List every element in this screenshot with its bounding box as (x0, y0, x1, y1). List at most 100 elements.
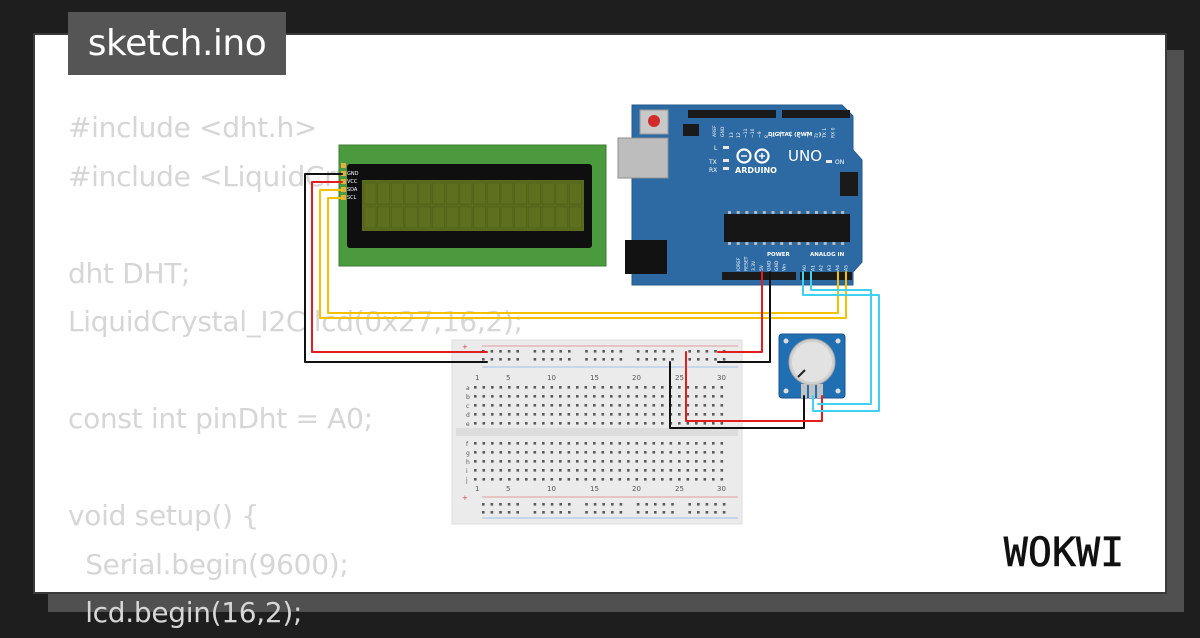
breadboard-hole (593, 478, 596, 481)
reset-button[interactable] (639, 109, 669, 135)
breadboard-hole (652, 478, 656, 481)
breadboard-hole (644, 422, 647, 425)
breadboard-hole (482, 451, 486, 454)
breadboard-hole (602, 350, 605, 353)
lcd-display[interactable]: GND VCC SDA SCL (338, 144, 607, 267)
pin-label: A2 (819, 265, 825, 271)
breadboard-hole (585, 511, 588, 514)
breadboard-hole (610, 478, 613, 481)
breadboard-hole (516, 511, 519, 514)
breadboard-hole (559, 404, 562, 407)
breadboard-hole (474, 478, 477, 481)
breadboard-hole (686, 395, 690, 398)
breadboard-hole (482, 413, 486, 416)
breadboard-hole (516, 358, 519, 361)
potentiometer[interactable] (778, 333, 846, 399)
breadboard-hole (499, 442, 503, 445)
arduino-uno[interactable]: UNO ARDUINO DIGITAL (PWM ~) TX RX L ON P… (617, 104, 863, 286)
file-tab[interactable]: sketch.ino (68, 12, 286, 75)
breadboard-hole (567, 395, 571, 398)
breadboard-hole (601, 451, 605, 454)
breadboard-hole (584, 395, 588, 398)
code-line: const int pinDht = A0; (68, 402, 373, 435)
lcd-pin (341, 163, 346, 168)
breadboard-hole (499, 358, 502, 361)
code-line: dht DHT; (68, 256, 191, 290)
lcd-char-cell (473, 206, 486, 229)
breadboard-hole (652, 469, 656, 472)
pin-label: A0 (802, 265, 808, 271)
breadboard-hole (720, 386, 724, 389)
bb-col-number: 5 (506, 485, 510, 493)
breadboard-hole (516, 460, 520, 463)
usb-port (617, 137, 669, 179)
breadboard-hole (593, 451, 596, 454)
breadboard-hole (559, 422, 562, 425)
breadboard-hole (533, 358, 537, 361)
breadboard-hole (644, 395, 647, 398)
breadboard-hole (662, 511, 666, 514)
breadboard-hole (686, 386, 690, 389)
breadboard-hole (644, 442, 647, 445)
breadboard-hole (722, 511, 726, 514)
breadboard-hole (542, 503, 545, 506)
breadboard-hole (525, 404, 528, 407)
bb-col-number: 25 (675, 485, 684, 493)
breadboard-hole (619, 511, 623, 514)
breadboard-hole (550, 460, 554, 463)
bb-row-letter: e (466, 421, 470, 428)
bb-col-number: 20 (632, 374, 641, 382)
breadboard-hole (568, 350, 571, 353)
breadboard-hole (636, 350, 640, 353)
analog-label: ANALOG IN (810, 252, 845, 258)
breadboard-hole (508, 460, 511, 463)
bb-col-number: 25 (675, 374, 684, 382)
breadboard-hole (610, 404, 613, 407)
breadboard-hole (714, 503, 717, 506)
pin-label: 12 (736, 132, 742, 138)
svg-text:+: + (462, 494, 468, 502)
lcd-char-cell (445, 182, 459, 205)
breadboard-hole (567, 422, 571, 425)
breadboard-hole (678, 469, 681, 472)
breadboard-hole (703, 395, 707, 398)
breadboard-hole (474, 469, 477, 472)
breadboard-hole (525, 422, 528, 425)
breadboard-hole (525, 386, 528, 389)
breadboard-hole (636, 358, 640, 361)
breadboard-hole (593, 350, 597, 353)
lcd-char-cell (569, 206, 582, 229)
lcd-char-cell (391, 182, 404, 205)
breadboard-hole (720, 422, 724, 425)
breadboard-hole (576, 422, 579, 425)
breadboard-hole (533, 451, 537, 454)
breadboard-hole (610, 442, 613, 445)
breadboard-hole (661, 478, 664, 481)
breadboard-hole (576, 478, 579, 481)
code-line: LiquidCrystal_I2C lcd(0x27,16,2); (68, 305, 523, 338)
breadboard-hole (474, 451, 477, 454)
breadboard-hole (507, 358, 511, 361)
breadboard-hole (525, 451, 528, 454)
breadboard-hole (499, 511, 502, 514)
lcd-pin-label: SCL (347, 195, 357, 201)
breadboard-hole (652, 413, 656, 416)
reset-button-cap[interactable] (648, 115, 660, 127)
breadboard-hole (611, 511, 614, 514)
breadboard-hole (508, 442, 511, 445)
breadboard-hole (508, 386, 511, 389)
breadboard-hole (618, 451, 622, 454)
breadboard-hole (662, 503, 666, 506)
breadboard-hole (490, 503, 494, 506)
breadboard-hole (695, 395, 698, 398)
breadboard-hole (593, 469, 596, 472)
pin-label: 4 (797, 135, 803, 138)
lcd-char-cell (432, 182, 445, 205)
breadboard-hole (601, 413, 605, 416)
breadboard-hole (705, 511, 709, 514)
lcd-char-cell (500, 182, 514, 205)
breadboard-hole (611, 358, 614, 361)
pin-label: Vin (782, 264, 788, 271)
breadboard-hole (644, 460, 647, 463)
pin-label: 5V (759, 264, 765, 271)
